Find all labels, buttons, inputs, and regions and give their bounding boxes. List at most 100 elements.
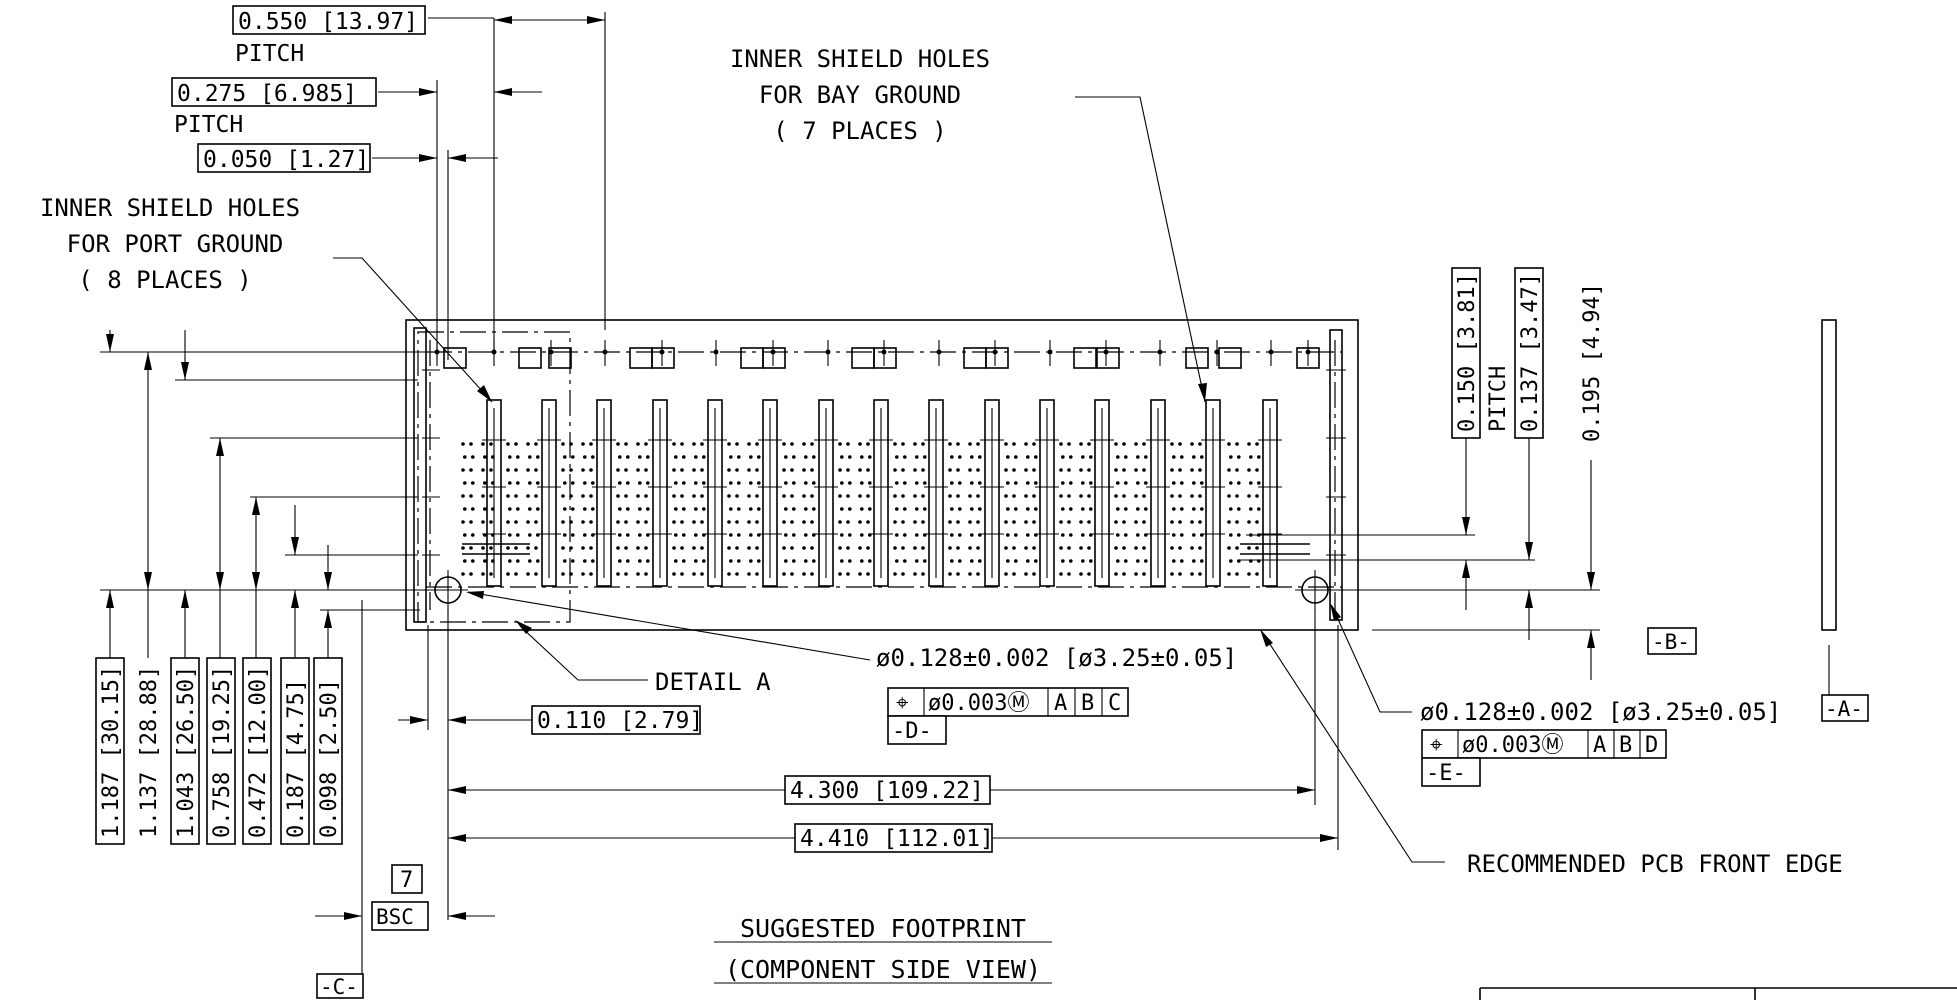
- signal-hole: [1122, 468, 1126, 472]
- signal-hole: [790, 572, 794, 576]
- signal-hole: [1087, 468, 1091, 472]
- signal-hole: [1079, 520, 1083, 524]
- signal-hole: [1144, 455, 1148, 459]
- signal-hole: [616, 520, 620, 524]
- signal-hole: [1014, 481, 1018, 485]
- signal-hole: [802, 468, 806, 472]
- signal-hole: [737, 533, 741, 537]
- signal-hole: [1255, 442, 1259, 446]
- pad-center: [992, 349, 998, 355]
- signal-hole: [1235, 572, 1239, 576]
- datum-b: -B-: [1652, 630, 1690, 654]
- fcf-e-ref-d: D: [1645, 733, 1658, 758]
- signal-hole: [1192, 533, 1196, 537]
- signal-hole: [956, 572, 960, 576]
- signal-hole: [1069, 533, 1073, 537]
- signal-hole: [506, 572, 510, 576]
- detail-a-note: DETAIL A: [515, 620, 771, 696]
- signal-hole: [1122, 572, 1126, 576]
- signal-hole: [950, 533, 954, 537]
- signal-hole: [747, 546, 751, 550]
- signal-hole: [471, 533, 475, 537]
- signal-hole: [1198, 468, 1202, 472]
- signal-hole: [618, 455, 622, 459]
- signal-hole: [968, 572, 972, 576]
- signal-hole: [1170, 572, 1174, 576]
- signal-hole: [1116, 455, 1120, 459]
- signal-hole: [1142, 546, 1146, 550]
- shield-slot: [873, 399, 889, 587]
- signal-hole: [978, 455, 982, 459]
- signal-hole: [790, 546, 794, 550]
- signal-hole: [638, 507, 642, 511]
- signal-hole: [956, 546, 960, 550]
- signal-hole: [727, 546, 731, 550]
- signal-hole: [700, 546, 704, 550]
- signal-hole: [581, 442, 585, 446]
- signal-hole: [1014, 455, 1018, 459]
- left-vertical-dimensions: 1.187 [30.15] 1.137 [28.88] 1.043 [26.50…: [95, 330, 430, 845]
- signal-hole: [858, 546, 862, 550]
- signal-hole: [1190, 494, 1194, 498]
- signal-hole: [1144, 507, 1148, 511]
- signal-hole: [469, 572, 473, 576]
- signal-hole: [471, 455, 475, 459]
- signal-hole: [1061, 507, 1065, 511]
- signal-hole: [461, 468, 465, 472]
- signal-hole: [840, 559, 844, 563]
- signal-hole: [950, 455, 954, 459]
- signal-hole: [893, 520, 897, 524]
- signal-hole: [921, 520, 925, 524]
- signal-hole: [1235, 442, 1239, 446]
- pad-center: [548, 349, 554, 355]
- signal-hole: [1257, 455, 1261, 459]
- signal-hole: [1255, 520, 1259, 524]
- bay-note-line2: FOR BAY GROUND: [759, 81, 961, 109]
- signal-hole: [1170, 468, 1174, 472]
- bay-note-line3: ( 7 PLACES ): [773, 117, 946, 145]
- signal-hole: [923, 533, 927, 537]
- signal-hole: [591, 559, 595, 563]
- signal-hole: [1114, 572, 1118, 576]
- signal-hole: [893, 572, 897, 576]
- signal-hole: [838, 468, 842, 472]
- signal-hole: [784, 455, 788, 459]
- signal-hole: [1229, 455, 1233, 459]
- shield-slot: [541, 399, 557, 587]
- signal-hole: [895, 481, 899, 485]
- signal-hole: [1012, 494, 1016, 498]
- signal-hole: [508, 559, 512, 563]
- signal-hole: [729, 559, 733, 563]
- signal-hole: [747, 520, 751, 524]
- signal-hole: [644, 494, 648, 498]
- signal-hole: [461, 546, 465, 550]
- signal-hole: [528, 507, 532, 511]
- signal-hole: [1237, 481, 1241, 485]
- signal-hole: [616, 442, 620, 446]
- signal-hole: [1081, 507, 1085, 511]
- signal-hole: [790, 468, 794, 472]
- signal-hole: [866, 546, 870, 550]
- signal-hole: [804, 455, 808, 459]
- signal-hole: [913, 468, 917, 472]
- signal-hole: [1227, 546, 1231, 550]
- signal-hole: [1247, 546, 1251, 550]
- signal-hole: [636, 572, 640, 576]
- signal-hole: [534, 442, 538, 446]
- signal-hole: [948, 468, 952, 472]
- signal-hole: [1024, 468, 1028, 472]
- signal-hole: [1227, 442, 1231, 446]
- signal-hole: [1178, 468, 1182, 472]
- pitch-dimensions: 0.550 [13.97] PITCH 0.275 [6.985] PITCH …: [171, 5, 606, 360]
- signal-hole: [680, 520, 684, 524]
- signal-hole: [1227, 572, 1231, 576]
- signal-hole: [958, 481, 962, 485]
- dim-0758: 0.758 [19.25]: [210, 666, 235, 838]
- signal-hole: [735, 468, 739, 472]
- signal-hole: [782, 572, 786, 576]
- signal-hole: [616, 546, 620, 550]
- pad-center: [1214, 349, 1220, 355]
- signal-hole: [1255, 572, 1259, 576]
- signal-hole: [1142, 442, 1146, 446]
- signal-hole: [1255, 546, 1259, 550]
